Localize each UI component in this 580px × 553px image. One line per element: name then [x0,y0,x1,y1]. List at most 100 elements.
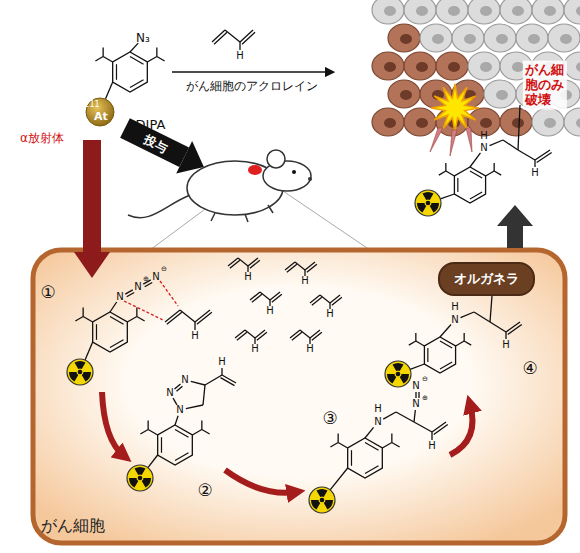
bond [383,412,396,419]
cell-nucleus [432,34,444,44]
cell-nucleus [480,118,492,128]
benzene-ring [113,52,148,92]
bond [235,330,245,338]
bond [290,330,300,338]
atom-label: N [176,405,183,415]
cell-nucleus [400,34,412,44]
bond [508,324,522,334]
bond [95,57,103,62]
atom-label: H [236,51,244,61]
cell-nucleus [416,118,428,128]
bond [415,392,416,398]
cell-nucleus [416,6,428,16]
bond [287,264,297,272]
radiation-disc [67,359,93,385]
bond [416,341,425,346]
uptake-arrow [74,140,110,278]
bond [130,56,144,64]
cell-nucleus [416,62,428,72]
bond [410,364,424,369]
bond [230,260,240,268]
radiation-blade [423,192,434,200]
bond [270,292,280,300]
bond [464,333,465,341]
charge-label: ⊖ [161,266,167,273]
explosion [431,84,479,132]
atom-label: N [181,375,188,385]
bond [105,82,112,99]
cancer-cell [404,108,436,136]
radiation-center [138,476,143,481]
element-symbol: At [94,111,108,122]
benzene-ring [158,425,193,465]
bond [228,258,238,266]
bond [260,292,270,300]
bond [136,308,137,317]
radiation-blade [129,478,138,488]
radiation-disc [127,465,153,491]
radiation-symbol [415,190,441,216]
atom-label: H [218,357,226,367]
bond [494,163,495,171]
bond [365,442,379,450]
bond [130,43,138,52]
bond [239,42,240,50]
cancer-cell [388,24,420,52]
administration-arrow [117,112,212,183]
bond [173,398,177,405]
bond [305,262,315,270]
cancer-cell [500,108,532,136]
bond [534,160,535,167]
mouse-ear [267,150,285,168]
bond [242,32,255,44]
atom-label: H [480,131,488,141]
bond [490,140,503,146]
normal-cell [420,24,452,52]
mouse-nose [308,177,312,181]
normal-cell [484,24,516,52]
radiation-blade [135,467,146,475]
bond [75,317,83,322]
radiation-ray [450,130,457,156]
atom-label: N₃ [136,32,150,44]
bond [194,322,195,330]
normal-cell [436,0,468,24]
benzene-ring [454,167,485,203]
mass-number: 211 [84,101,99,109]
atom-label: H [301,276,309,286]
radiation-blade [142,478,151,488]
bond [161,437,162,453]
normal-cell [372,0,404,24]
normal-cell [532,0,564,24]
bond [338,434,339,443]
cell-nucleus [480,6,492,16]
bond [382,443,392,449]
bond [490,322,506,332]
bond [439,171,446,175]
bond [446,171,455,176]
atom-label: N [134,282,141,292]
atom-label: H [191,331,199,341]
radiation-blade [69,372,78,382]
cell-nucleus [384,6,396,16]
cell-nucleus [576,6,580,16]
bond [192,430,202,436]
bond [167,312,182,324]
bond [250,260,260,268]
cell-nucleus [448,62,460,72]
bond [307,264,317,272]
reaction-arrow [172,71,330,73]
bond [440,194,454,199]
bond [330,468,348,490]
bond [312,332,322,340]
bond [160,281,178,306]
atom-label: N [480,143,487,153]
normal-cell [452,24,484,52]
bond [225,30,240,42]
radiation-symbol [127,465,153,491]
step-number: ③ [322,410,337,427]
bond [214,32,227,44]
cancer-cell [388,80,420,108]
atom-label: H [306,344,314,354]
